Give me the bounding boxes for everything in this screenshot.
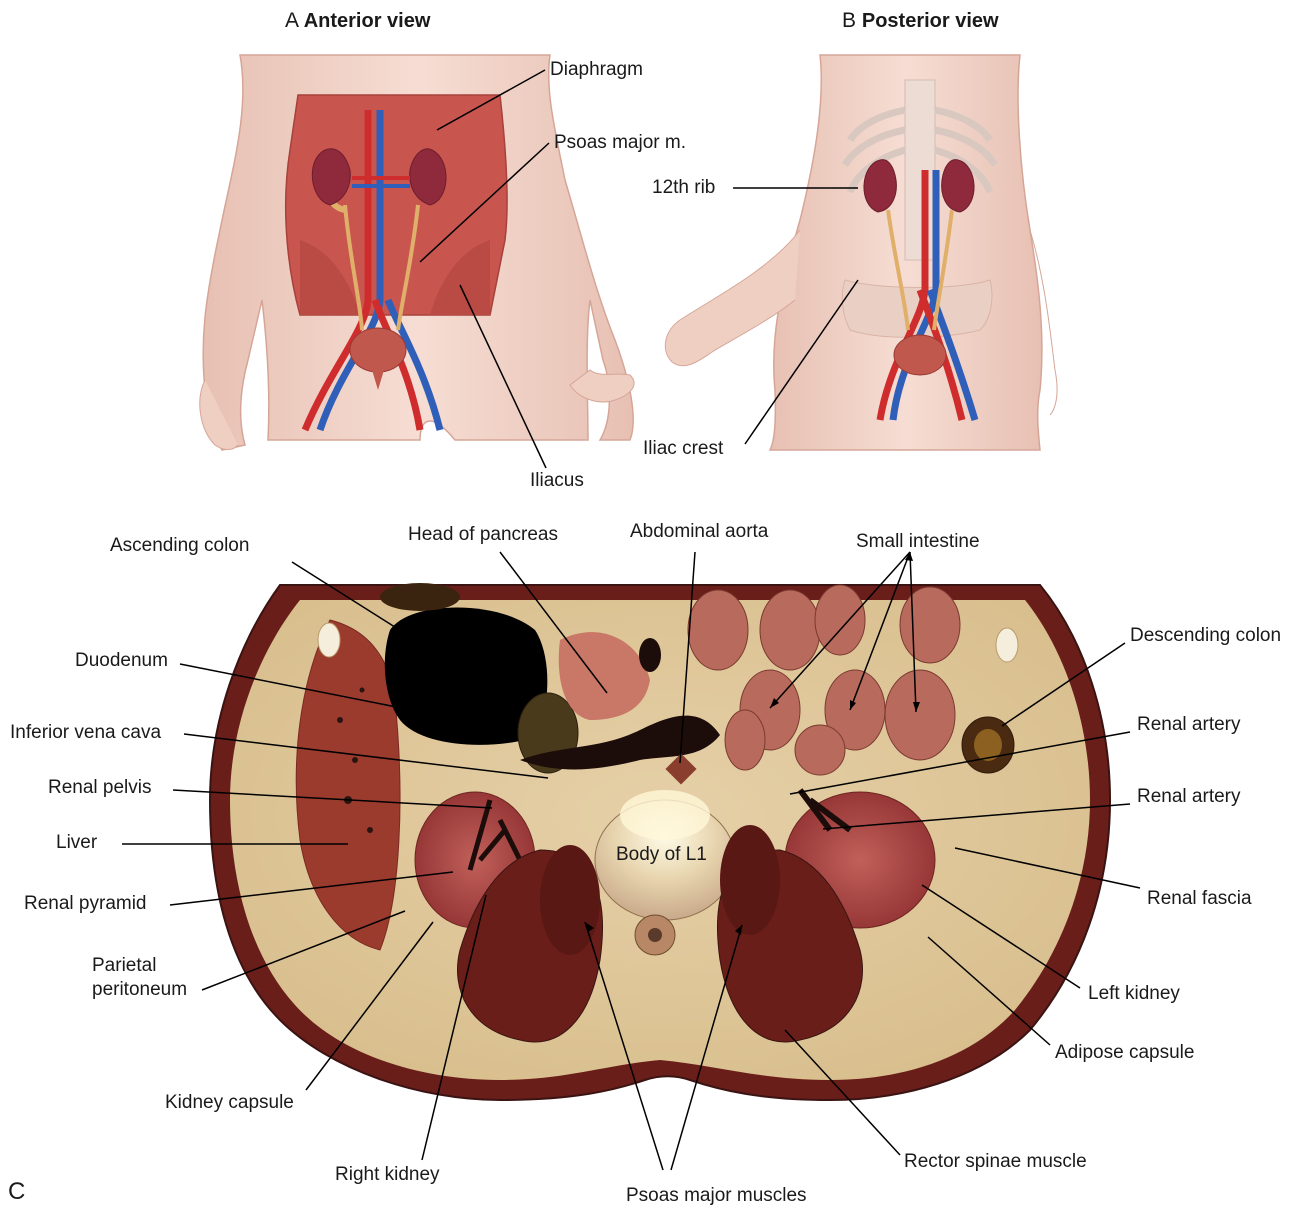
label-renal-artery-lower: Renal artery (1137, 786, 1241, 808)
label-descending-colon: Descending colon (1130, 625, 1281, 647)
abdominal-cross-section (210, 583, 1110, 1100)
panel-a-title: Anterior view (304, 10, 431, 32)
label-12th-rib: 12th rib (652, 177, 715, 199)
label-duodenum: Duodenum (75, 650, 168, 672)
label-rector-spinae: Rector spinae muscle (904, 1151, 1087, 1173)
posterior-torso-illustration (665, 55, 1057, 450)
label-parietal-line2: peritoneum (92, 979, 187, 1001)
label-head-of-pancreas: Head of pancreas (408, 524, 558, 546)
panel-c-letter: C (8, 1178, 25, 1206)
label-iliacus: Iliacus (530, 470, 584, 492)
label-small-intestine: Small intestine (856, 531, 980, 553)
label-renal-pyramid: Renal pyramid (24, 893, 147, 915)
label-right-kidney: Right kidney (335, 1164, 440, 1186)
label-parietal-line1: Parietal (92, 955, 156, 977)
panel-b-letter: B (842, 9, 856, 32)
label-abdominal-aorta: Abdominal aorta (630, 521, 768, 543)
label-body-of-l1: Body of L1 (616, 844, 707, 866)
label-renal-fascia: Renal fascia (1147, 888, 1252, 910)
label-adipose-capsule: Adipose capsule (1055, 1042, 1194, 1064)
panel-a-heading: A Anterior view (285, 9, 430, 33)
label-psoas-major-muscles: Psoas major muscles (626, 1185, 807, 1207)
label-left-kidney: Left kidney (1088, 983, 1180, 1005)
label-renal-pelvis: Renal pelvis (48, 777, 152, 799)
label-renal-artery-upper: Renal artery (1137, 714, 1241, 736)
label-inferior-vena-cava: Inferior vena cava (10, 722, 161, 744)
panel-b-heading: B Posterior view (842, 9, 999, 33)
label-liver: Liver (56, 832, 97, 854)
panel-a-letter: A (285, 9, 298, 32)
label-kidney-capsule: Kidney capsule (165, 1092, 294, 1114)
label-iliac-crest: Iliac crest (643, 438, 723, 460)
anterior-torso-illustration (200, 55, 634, 450)
panel-b-title: Posterior view (862, 10, 999, 32)
label-psoas-major: Psoas major m. (554, 132, 686, 154)
label-diaphragm: Diaphragm (550, 59, 643, 81)
label-ascending-colon: Ascending colon (110, 535, 249, 557)
